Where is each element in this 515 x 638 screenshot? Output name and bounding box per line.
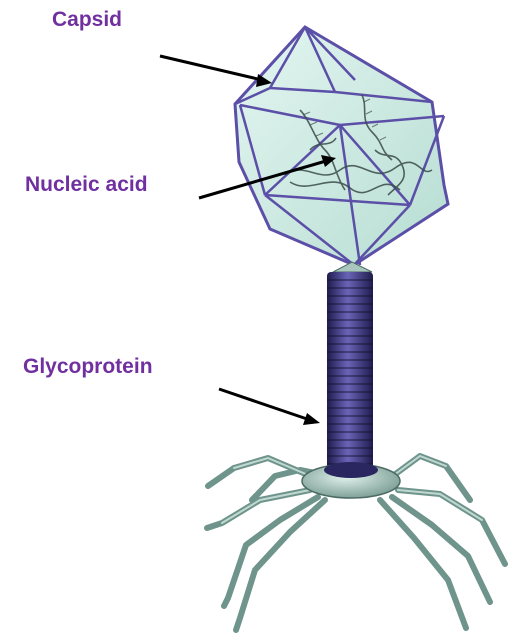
arrow-glycoprotein — [219, 389, 320, 425]
base-plate — [302, 462, 400, 498]
tail-sheath — [327, 272, 373, 480]
nucleic-acid-label: Nucleic acid — [25, 174, 148, 195]
collar — [333, 262, 372, 272]
capsid-label: Capsid — [52, 9, 122, 30]
glycoprotein-label: Glycoprotein — [23, 356, 153, 377]
capsid — [235, 27, 448, 265]
